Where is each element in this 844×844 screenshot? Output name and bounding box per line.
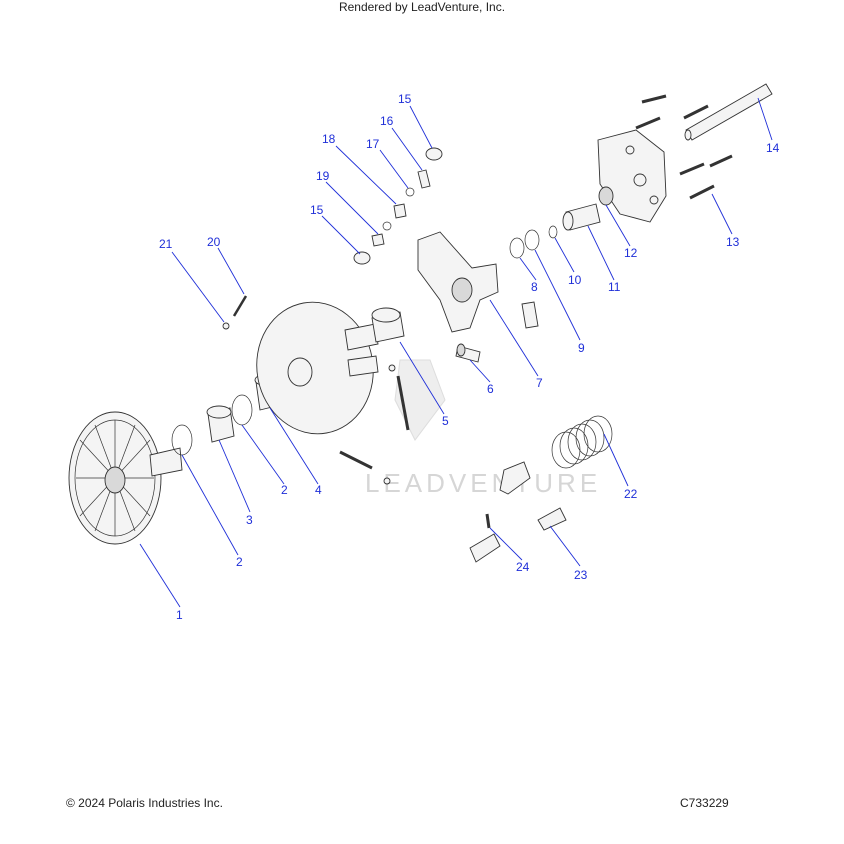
pin-diagonal[interactable] (339, 450, 373, 470)
small-nut-low[interactable] (383, 477, 391, 485)
callout-24[interactable]: 24 (516, 560, 530, 574)
callout-21[interactable]: 21 (159, 237, 173, 251)
callout-20[interactable]: 20 (207, 235, 221, 249)
part-10-ring[interactable] (548, 225, 558, 239)
callout-3[interactable]: 3 (246, 513, 253, 527)
callout-9[interactable]: 9 (578, 341, 585, 355)
callout-2-upper[interactable]: 2 (281, 483, 288, 497)
part-11-sleeve[interactable] (562, 203, 601, 231)
callout-5[interactable]: 5 (442, 414, 449, 428)
pin-long[interactable] (396, 375, 410, 431)
part-9-washer[interactable] (524, 229, 540, 251)
callout-14[interactable]: 14 (766, 141, 780, 155)
copyright-notice: © 2024 Polaris Industries Inc. (66, 796, 223, 810)
small-nut-mid[interactable] (388, 364, 396, 372)
callout-6[interactable]: 6 (487, 382, 494, 396)
part-15-cap-top[interactable] (425, 147, 443, 161)
callout-12[interactable]: 12 (624, 246, 638, 260)
part-13-bolts[interactable] (635, 94, 733, 200)
part-6-pin[interactable] (455, 343, 481, 363)
part-19-bushing[interactable] (371, 233, 385, 247)
roller-pin[interactable] (521, 301, 539, 329)
part-14-long-bolt[interactable] (684, 83, 773, 141)
diagram-id: C733229 (680, 796, 729, 810)
callout-8[interactable]: 8 (531, 280, 538, 294)
part-18-bushing[interactable] (393, 203, 407, 219)
callout-2-lower[interactable]: 2 (236, 555, 243, 569)
callout-22[interactable]: 22 (624, 487, 638, 501)
part-22-spring[interactable] (551, 415, 613, 469)
callout-19[interactable]: 19 (316, 169, 330, 183)
callout-10[interactable]: 10 (568, 273, 582, 287)
part-3-bushing[interactable] (206, 405, 235, 443)
part-2-ring-left[interactable] (171, 424, 193, 456)
part-2-ring-right[interactable] (231, 394, 253, 426)
part-21-nut[interactable] (222, 322, 230, 330)
part-24-pin[interactable] (485, 513, 491, 529)
leader-lines (139, 97, 773, 608)
part-12-cover-plate[interactable] (597, 129, 667, 223)
part-20-pin[interactable] (232, 295, 248, 317)
callout-18[interactable]: 18 (322, 132, 336, 146)
callout-4[interactable]: 4 (315, 483, 322, 497)
moveable-sheave[interactable] (246, 293, 383, 443)
part-23-weight-lower[interactable] (537, 507, 567, 531)
part-23-weight-upper[interactable] (499, 461, 531, 495)
callout-13[interactable]: 13 (726, 235, 740, 249)
part-16-pin[interactable] (417, 169, 431, 189)
rendered-by-credit: Rendered by LeadVenture, Inc. (338, 0, 506, 14)
part-17-washer[interactable] (405, 187, 415, 197)
callout-15-top[interactable]: 15 (398, 92, 412, 106)
part-8-washer[interactable] (509, 237, 525, 259)
callout-1[interactable]: 1 (176, 608, 183, 622)
callout-23[interactable]: 23 (574, 568, 588, 582)
callout-11[interactable]: 11 (608, 280, 621, 294)
callout-15-bottom[interactable]: 15 (310, 203, 324, 217)
part-15-cap-bottom[interactable] (353, 251, 371, 265)
part-24-weight[interactable] (469, 533, 501, 563)
callout-17[interactable]: 17 (366, 137, 380, 151)
callout-labels: 1 2 2 3 4 5 6 7 8 9 10 11 12 13 14 15 15… (159, 92, 780, 622)
part-5-bushing[interactable] (371, 307, 405, 343)
svg-text:LEADVENTURE: LEADVENTURE (365, 468, 601, 498)
callout-16[interactable]: 16 (380, 114, 394, 128)
callout-7[interactable]: 7 (536, 376, 543, 390)
part-7-spider[interactable] (417, 231, 499, 333)
part-19-washer[interactable] (382, 221, 392, 231)
part-1-fixed-sheave[interactable] (68, 411, 183, 545)
leadventure-watermark: LEADVENTURE (365, 359, 601, 498)
